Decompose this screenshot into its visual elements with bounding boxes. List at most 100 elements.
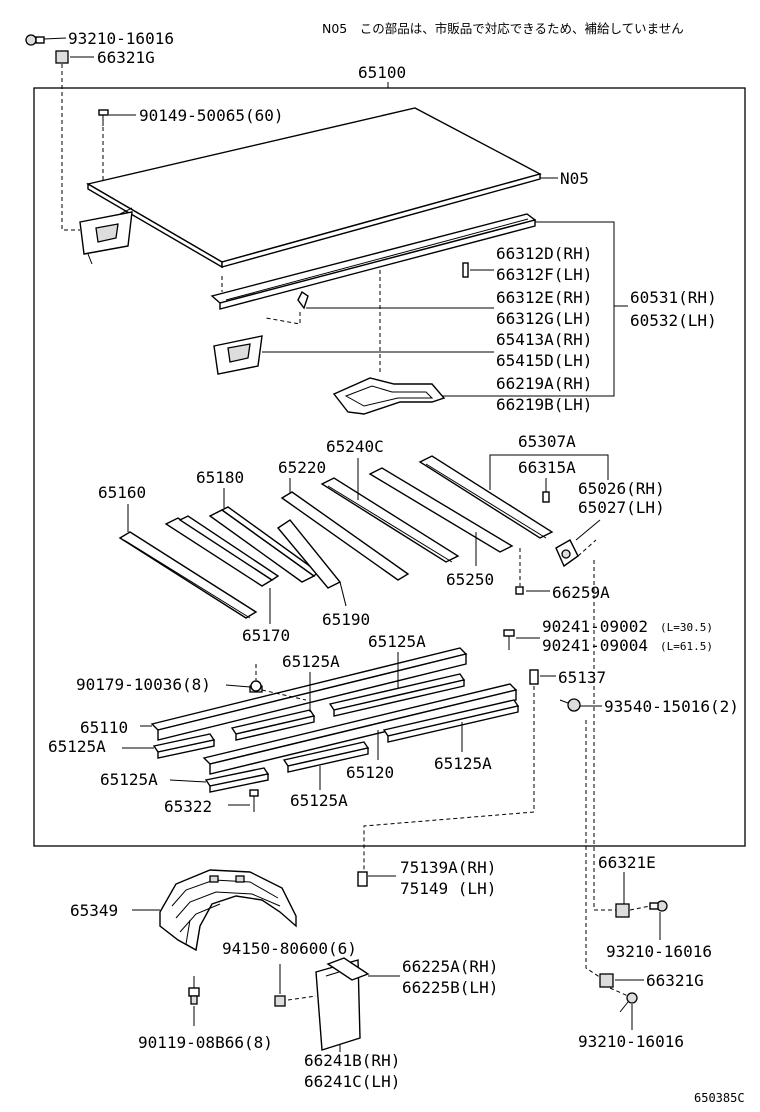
label-66241c: 66241C(LH): [304, 1072, 400, 1091]
nut-66321g-top: [55, 50, 69, 64]
label-90241-09002-length: (L=30.5): [660, 621, 713, 634]
label-65180: 65180: [196, 468, 244, 487]
bolt-90241: [503, 629, 515, 650]
label-65125a-c: 65125A: [48, 737, 106, 756]
label-66321g-bottom: 66321G: [646, 971, 704, 990]
label-65322: 65322: [164, 797, 212, 816]
label-66312e: 66312E(RH): [496, 288, 592, 307]
pad-65125a-4: [382, 699, 520, 743]
bracket-65137: [529, 669, 539, 685]
pad-65125a-2: [230, 709, 316, 741]
nut-94150: [274, 995, 286, 1007]
label-65413a: 65413A(RH): [496, 330, 592, 349]
label-75149: 75149 (LH): [400, 879, 496, 898]
label-65110: 65110: [80, 718, 128, 737]
label-66241b: 66241B(RH): [304, 1051, 400, 1070]
frame-66219a: [332, 377, 446, 415]
label-66312f: 66312F(LH): [496, 265, 592, 284]
cross-member-65307a: [418, 455, 554, 539]
label-65190: 65190: [322, 610, 370, 629]
bolt-90119: [188, 976, 200, 1005]
label-65240c: 65240C: [326, 437, 384, 456]
bolt-65322: [249, 789, 259, 812]
label-90179-10036: 90179-10036(8): [76, 675, 211, 694]
pin-66315a: [542, 491, 550, 503]
cross-member-65240c: [320, 477, 460, 563]
screw-90149: [98, 109, 109, 126]
nut-90179: [249, 680, 263, 693]
nut-66321g-bottom: [599, 973, 614, 988]
bolt-93210-mid: [649, 900, 668, 912]
bracket-65026: [555, 539, 579, 568]
label-94150-80600: 94150-80600(6): [222, 939, 357, 958]
label-66219b: 66219B(LH): [496, 395, 592, 414]
label-90149-50065: 90149-50065(60): [139, 106, 284, 125]
label-65307a: 65307A: [518, 432, 576, 451]
supply-note: N05 この部品は、市販品で対応できるため、補給していません: [322, 21, 684, 36]
label-65027: 65027(LH): [578, 498, 665, 517]
cross-member-65170: [164, 515, 280, 587]
label-65125a-e: 65125A: [100, 770, 158, 789]
label-65026: 65026(RH): [578, 479, 665, 498]
label-65125a-a: 65125A: [282, 652, 340, 671]
label-65125a-f: 65125A: [290, 791, 348, 810]
diagram-ref-code: 650385C: [694, 1091, 745, 1105]
label-60531: 60531(RH): [630, 288, 717, 307]
label-65220: 65220: [278, 458, 326, 477]
label-93210-16016-bottom: 93210-16016: [578, 1032, 684, 1051]
label-65349: 65349: [70, 901, 118, 920]
label-66315a: 66315A: [518, 458, 576, 477]
label-90241-09004: 90241-09004: [542, 636, 648, 655]
bracket-left-hinge: [79, 207, 133, 265]
label-66219a: 66219A(RH): [496, 374, 592, 393]
label-90119-08b66: 90119-08B66(8): [138, 1033, 273, 1052]
side-rail-60531: [210, 213, 537, 310]
label-66225a: 66225A(RH): [402, 957, 498, 976]
label-65100: 65100: [358, 63, 406, 82]
label-93540-15016: 93540-15016(2): [604, 697, 739, 716]
nut-66321e: [615, 903, 630, 918]
label-65250: 65250: [446, 570, 494, 589]
pad-65125a-3: [328, 673, 466, 717]
pad-65125a-1: [152, 733, 216, 759]
bracket-65413a: [213, 335, 263, 375]
label-66225b: 66225B(LH): [402, 978, 498, 997]
label-75139a: 75139A(RH): [400, 858, 496, 877]
label-66321e: 66321E: [598, 853, 656, 872]
label-65137: 65137: [558, 668, 606, 687]
label-66312g: 66312G(LH): [496, 309, 592, 328]
sill-65110: [150, 647, 468, 741]
label-65415d: 65415D(LH): [496, 351, 592, 370]
label-65160: 65160: [98, 483, 146, 502]
label-66321g-top: 66321G: [97, 48, 155, 67]
assembly-frame: [33, 87, 746, 847]
label-66312d: 66312D(RH): [496, 244, 592, 263]
label-90241-09004-length: (L=61.5): [660, 640, 713, 653]
cross-member-65160: [118, 531, 258, 619]
cross-member-65220: [280, 491, 410, 581]
bolt-93210-bottom: [619, 992, 638, 1013]
pin-66312d: [462, 262, 469, 278]
label-65125a-d: 65125A: [434, 754, 492, 773]
clip-75139a: [357, 871, 368, 887]
label-66259a: 66259A: [552, 583, 610, 602]
bolt-93210-top: [25, 34, 45, 46]
label-65125a-b: 65125A: [368, 632, 426, 651]
cross-member-65250: [368, 467, 514, 553]
label-n05: N05: [560, 169, 589, 188]
fender-65349: [159, 869, 297, 952]
label-93210-16016-mid: 93210-16016: [606, 942, 712, 961]
clip-66312e: [297, 290, 309, 310]
pad-65125a-6: [204, 767, 270, 793]
bracket-66225a: [326, 957, 370, 981]
label-65120: 65120: [346, 763, 394, 782]
label-60532: 60532(LH): [630, 311, 717, 330]
pad-65125a-5: [282, 741, 370, 773]
label-65170: 65170: [242, 626, 290, 645]
screw-93540: [559, 698, 581, 712]
sill-65120: [202, 683, 518, 775]
label-93210-16016-top: 93210-16016: [68, 29, 174, 48]
label-90241-09002: 90241-09002: [542, 617, 648, 636]
pin-66259a: [515, 586, 524, 595]
